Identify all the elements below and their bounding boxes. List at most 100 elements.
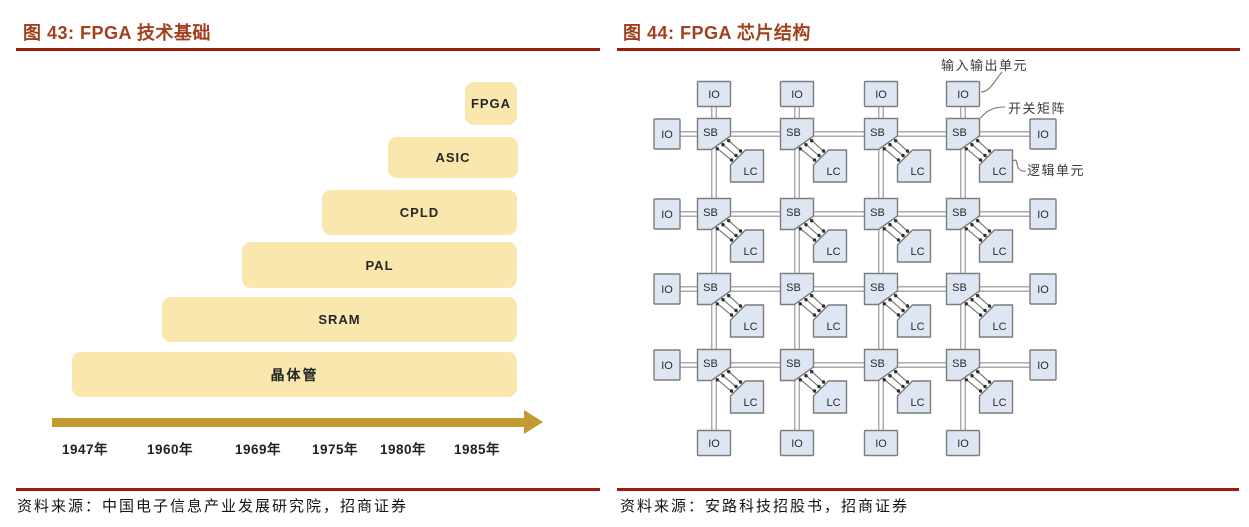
io-block-right-3 xyxy=(1029,273,1057,305)
sb-block-r1c3 xyxy=(863,117,899,151)
timeline-bar-label: SRAM xyxy=(318,312,361,327)
sb-block-label: SB xyxy=(870,282,885,294)
interconnect-dot xyxy=(804,143,808,147)
lc-block-label: LC xyxy=(743,321,757,333)
io-block-bottom-1-label: IO xyxy=(708,438,720,450)
interconnect-dot xyxy=(804,298,808,302)
timeline-arrow-shaft xyxy=(52,418,524,427)
sb-block-label: SB xyxy=(703,207,718,219)
lc-block-label: LC xyxy=(910,321,924,333)
sb-block-label: SB xyxy=(952,127,967,139)
timeline-arrow-head xyxy=(524,410,543,434)
interconnect-dot xyxy=(970,143,974,147)
sb-block-r3c1 xyxy=(696,272,732,306)
interconnect-dot xyxy=(821,380,826,384)
lc-block-r4c4 xyxy=(978,380,1014,414)
interconnect-dot xyxy=(734,384,738,389)
timeline-bar-label: CPLD xyxy=(399,205,440,220)
sb-block-label: SB xyxy=(952,282,967,294)
interconnect-dot xyxy=(905,380,910,384)
timeline-bar-CPLD: CPLD xyxy=(322,190,517,235)
interconnect-dot xyxy=(715,227,719,231)
interconnect-dot xyxy=(810,370,814,374)
interconnect-dot xyxy=(888,298,892,302)
lc-callout-label: 逻辑单元 xyxy=(1027,163,1085,178)
interconnect-dot xyxy=(970,223,974,227)
lc-block-label: LC xyxy=(826,321,840,333)
sb-block-label: SB xyxy=(786,127,801,139)
io-block-left-4-label: IO xyxy=(661,360,673,372)
lc-block-r3c3 xyxy=(896,304,932,338)
lc-block-label: LC xyxy=(992,397,1006,409)
interconnect-dot xyxy=(738,229,743,233)
io-callout-label: 输入输出单元 xyxy=(941,58,1028,73)
sb-callout-label: 开关矩阵 xyxy=(1008,101,1066,116)
interconnect-dot xyxy=(983,308,987,313)
io-block-top-2 xyxy=(779,80,815,108)
year-tick-label: 1947年 xyxy=(61,442,109,457)
timeline-bar-晶体管: 晶体管 xyxy=(72,352,517,397)
sb-block-r4c1 xyxy=(696,348,732,382)
lc-block-r2c1 xyxy=(729,229,765,263)
interconnect-dot xyxy=(729,238,734,242)
interconnect-dot xyxy=(721,298,725,302)
interconnect-dot xyxy=(804,374,808,378)
io-block-left-3 xyxy=(653,273,681,305)
io-block-left-2-label: IO xyxy=(661,209,673,221)
io-block-bottom-3-label: IO xyxy=(875,438,887,450)
sb-block-r1c1 xyxy=(696,117,732,151)
interconnect-dot xyxy=(817,153,821,158)
lc-block-r4c1 xyxy=(729,380,765,414)
sb-block-label: SB xyxy=(870,358,885,370)
sb-block-r4c4 xyxy=(945,348,981,382)
sb-block-label: SB xyxy=(786,207,801,219)
sb-block-r1c2 xyxy=(779,117,815,151)
interconnect-dot xyxy=(738,380,743,384)
sb-block-label: SB xyxy=(870,207,885,219)
lc-block-r3c2 xyxy=(812,304,848,338)
interconnect-dot xyxy=(798,227,802,231)
lc-block-label: LC xyxy=(826,166,840,178)
interconnect-dot xyxy=(721,143,725,147)
sb-block-r3c4 xyxy=(945,272,981,306)
interconnect-dot xyxy=(810,219,814,223)
io-block-left-2 xyxy=(653,198,681,230)
interconnect-dot xyxy=(901,233,905,238)
interconnect-dot xyxy=(983,233,987,238)
figure-43-title-rule xyxy=(16,48,600,51)
lc-block-r3c1 xyxy=(729,304,765,338)
sb-callout-connector xyxy=(980,106,1006,119)
io-block-right-1 xyxy=(1029,118,1057,150)
io-block-right-2 xyxy=(1029,198,1057,230)
io-block-top-2-label: IO xyxy=(791,89,803,101)
io-block-right-3-label: IO xyxy=(1037,284,1049,296)
interconnect-dot xyxy=(896,313,901,317)
sb-block-label: SB xyxy=(703,282,718,294)
interconnect-dot xyxy=(888,143,892,147)
figure-43-source-rule xyxy=(16,488,600,491)
io-block-right-2-label: IO xyxy=(1037,209,1049,221)
io-block-top-4-label: IO xyxy=(957,89,969,101)
interconnect-dot xyxy=(964,378,968,382)
interconnect-dot xyxy=(817,308,821,313)
interconnect-dot xyxy=(721,374,725,378)
interconnect-dot xyxy=(715,378,719,382)
interconnect-dot xyxy=(738,149,743,153)
lc-block-label: LC xyxy=(992,166,1006,178)
interconnect-dot xyxy=(817,384,821,389)
interconnect-dot xyxy=(821,149,826,153)
lc-block-label: LC xyxy=(743,246,757,258)
interconnect-dot xyxy=(976,370,980,374)
interconnect-dot xyxy=(738,304,743,308)
interconnect-dot xyxy=(901,308,905,313)
io-block-top-3 xyxy=(863,80,899,108)
interconnect-dot xyxy=(905,304,910,308)
interconnect-dot xyxy=(721,223,725,227)
interconnect-dot xyxy=(812,158,817,162)
interconnect-dot xyxy=(729,313,734,317)
lc-block-r2c4 xyxy=(978,229,1014,263)
interconnect-dot xyxy=(734,153,738,158)
interconnect-dot xyxy=(798,302,802,306)
